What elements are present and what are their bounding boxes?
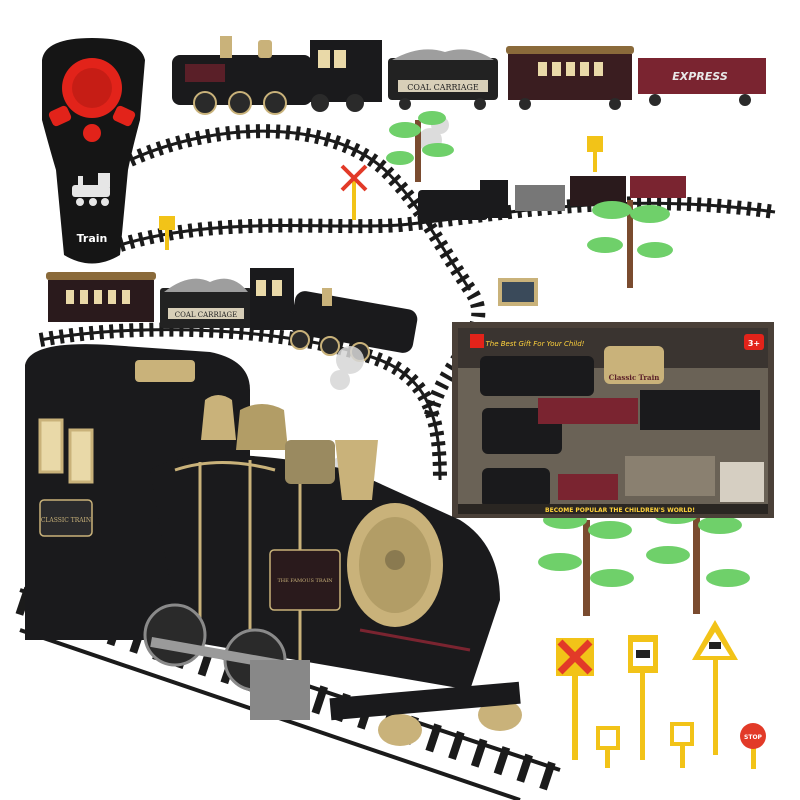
distant-train xyxy=(418,176,686,220)
tree-bottom-left xyxy=(538,511,634,616)
loco-nameplate: THE FAMOUS TRAIN xyxy=(269,549,341,611)
box-tagline-top: The Best Gift For Your Child! xyxy=(486,340,585,348)
box-brand-badge xyxy=(604,346,664,384)
middle-coal-carriage: COAL CARRIAGE xyxy=(160,278,252,328)
top-coal-label: COAL CARRIAGE xyxy=(407,83,479,92)
top-express-label: EXPRESS xyxy=(672,70,728,83)
pedestrian-crossing-sign xyxy=(670,722,694,768)
product-box: The Best Gift For Your Child! 3+ Classic… xyxy=(452,322,774,518)
remote-right-button xyxy=(112,105,136,127)
loco-nameplate-text: THE FAMOUS TRAIN xyxy=(277,578,333,584)
small-sign-right xyxy=(587,136,603,172)
tree-right xyxy=(587,200,673,288)
top-passenger-carriage xyxy=(506,46,634,110)
train-warning-sign xyxy=(628,635,658,760)
small-crossing-sign xyxy=(340,164,368,220)
triangle-warning-sign xyxy=(692,620,738,755)
train-icon xyxy=(72,173,110,206)
top-coal-carriage: COAL CARRIAGE xyxy=(388,49,498,110)
tree-bottom-right xyxy=(646,506,750,614)
box-age: 3+ xyxy=(748,339,760,348)
stop-sign: STOP xyxy=(740,723,766,769)
signs-group: STOP xyxy=(159,136,766,769)
stop-sign-text: STOP xyxy=(744,734,763,741)
cyclist-sign xyxy=(596,726,620,768)
railroad-crossing-sign xyxy=(556,638,594,760)
box-brand: Classic Train xyxy=(609,373,660,382)
box-tagline-bottom: BECOME POPULAR THE CHILDREN'S WORLD! xyxy=(545,507,695,514)
billboard-sign xyxy=(498,278,538,306)
remote-label: Train xyxy=(77,232,108,245)
remote-left-button xyxy=(48,105,72,127)
middle-passenger-carriage xyxy=(46,272,156,322)
tree-top xyxy=(386,111,454,182)
loco-badge-text: CLASSIC TRAIN xyxy=(41,517,91,524)
loco-badge: CLASSIC TRAIN xyxy=(39,499,93,537)
middle-locomotive xyxy=(250,268,418,362)
top-express-wagon: EXPRESS xyxy=(638,58,766,106)
remote-power-button xyxy=(83,124,101,142)
foreground-locomotive: CLASSIC TRAIN THE FAMOUS TRAIN xyxy=(25,344,522,746)
top-locomotive xyxy=(172,36,382,115)
middle-coal-label: COAL CARRIAGE xyxy=(175,311,238,319)
top-train: COAL CARRIAGE EXPRESS xyxy=(172,36,766,115)
small-sign-left xyxy=(159,216,175,250)
remote-control: Train xyxy=(42,38,145,264)
